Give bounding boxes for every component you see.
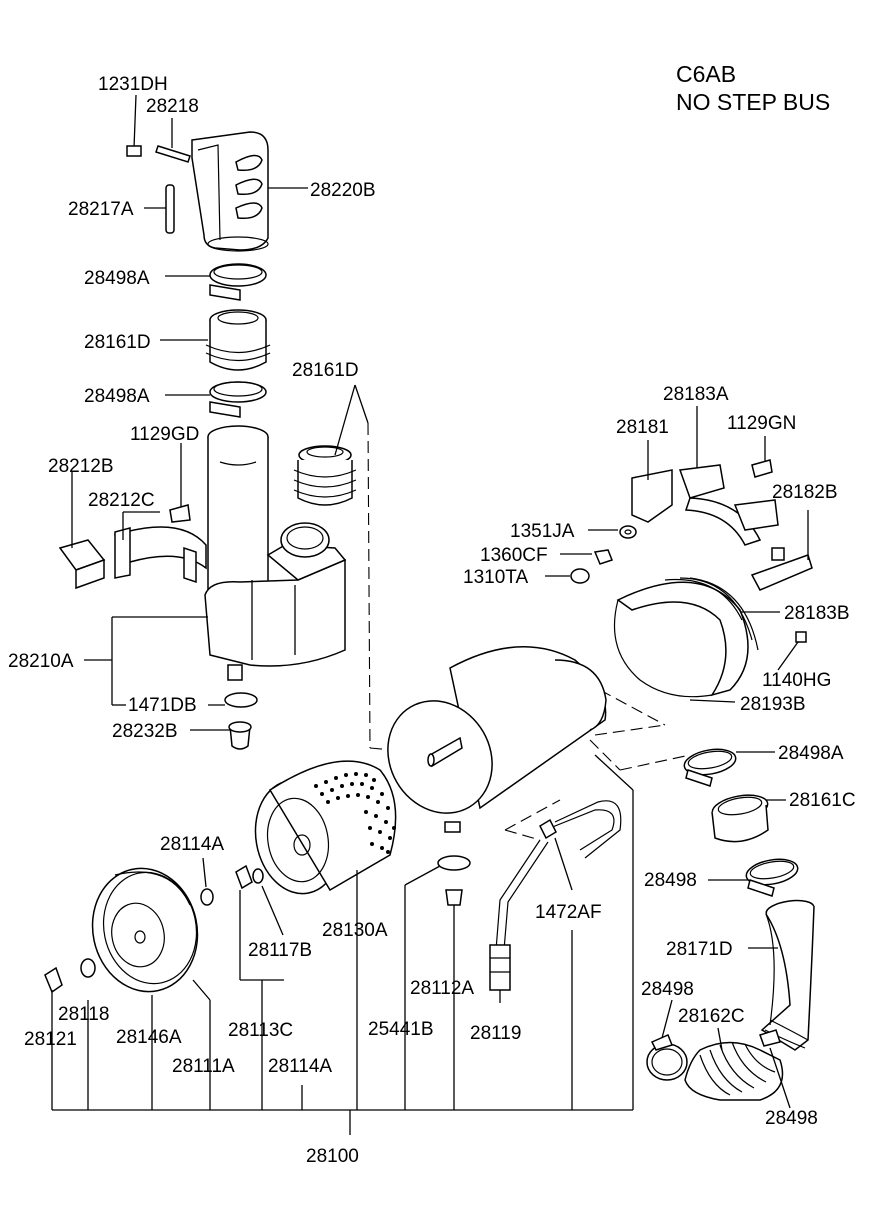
label-28498-lower-left: 28498	[641, 979, 694, 1000]
bolt-1140hg-drawing	[777, 631, 807, 671]
label-28210a: 28210A	[8, 651, 74, 672]
label-1472af: 1472AF	[535, 902, 602, 923]
label-1360cf: 1360CF	[480, 545, 548, 566]
clamp-28498a-second-drawing	[165, 381, 267, 418]
label-28100: 28100	[306, 1146, 359, 1167]
label-28146a: 28146A	[116, 1027, 182, 1048]
strap-28183b-drawing	[613, 577, 780, 703]
label-28130a: 28130A	[322, 920, 388, 941]
label-28183b: 28183B	[784, 603, 850, 624]
gasket-28114a-drawing	[200, 857, 214, 906]
clamp-28498a-top-drawing	[165, 263, 267, 301]
label-28232b: 28232B	[112, 721, 178, 742]
label-1129gd: 1129GD	[130, 424, 199, 445]
bracket-28212c-drawing	[113, 443, 207, 584]
label-28118: 28118	[58, 1004, 109, 1025]
label-28498a-second: 28498A	[84, 386, 150, 407]
gasket-28217a-drawing	[165, 184, 175, 234]
label-28220b: 28220B	[310, 180, 376, 201]
hose-28161d-lower-drawing	[293, 384, 369, 506]
label-28217a: 28217A	[68, 199, 134, 220]
label-25441b: 25441B	[368, 1019, 434, 1040]
label-28498-lower-right: 28498	[765, 1108, 818, 1129]
washer-1351ja-drawing	[588, 525, 637, 539]
clamp-28498-lower-right-drawing	[759, 1029, 791, 1109]
clamp-1471db-drawing	[208, 692, 258, 708]
bracket-28182b-drawing	[750, 510, 813, 591]
label-1129gn: 1129GN	[727, 413, 796, 434]
clamp-28498-upper-right-drawing	[708, 858, 799, 897]
hose-1472af-drawing	[495, 800, 622, 1110]
label-28162c: 28162C	[678, 1006, 745, 1027]
valve-28232b-drawing	[190, 721, 252, 750]
label-28111a: 28111A	[172, 1056, 235, 1077]
dashed-reference-lines	[367, 422, 691, 841]
label-1310ta: 1310TA	[463, 567, 528, 588]
filter-mesh-dots	[314, 772, 396, 854]
washer-28118-drawing	[80, 958, 96, 1110]
label-1231dh: 1231DH	[98, 74, 168, 95]
clamp-28498a-right-drawing	[683, 748, 775, 787]
label-28161d-upper: 28161D	[84, 332, 151, 353]
hose-28161c-drawing	[711, 794, 786, 843]
bolt-1231dh-drawing	[126, 94, 142, 157]
label-1471db: 1471DB	[128, 695, 197, 716]
clamp-25441b-drawing	[404, 855, 471, 1110]
sensor-28119-drawing	[489, 944, 511, 1003]
label-28212c: 28212C	[88, 490, 155, 511]
label-28498a-right: 28498A	[778, 743, 844, 764]
label-28183a: 28183A	[663, 384, 729, 405]
hose-28161d-upper-drawing	[160, 309, 271, 371]
cap-1310ta-drawing	[545, 568, 590, 584]
bolt-1129gn-drawing	[751, 436, 773, 478]
snorkel-cap-28220b-drawing	[191, 131, 308, 252]
clamp-28498-lower-left-drawing	[646, 999, 688, 1081]
label-28193b: 28193B	[740, 694, 806, 715]
pipe-28171d-drawing	[748, 899, 815, 1051]
band-28183a-drawing	[678, 406, 779, 546]
label-28498a-top: 28498A	[84, 268, 150, 289]
bracket-28181-drawing	[631, 440, 673, 523]
label-28114a-lower: 28114A	[268, 1056, 332, 1077]
label-28498-upper-right: 28498	[644, 870, 697, 891]
label-28113c: 28113C	[228, 1020, 293, 1041]
label-28218: 28218	[146, 96, 199, 117]
bracket-28212b-drawing	[58, 472, 106, 590]
wingnut-28121-drawing	[44, 966, 63, 1110]
wingnut-28113c-drawing	[235, 864, 284, 1110]
label-28117b: 28117B	[248, 940, 312, 961]
valve-28112a-drawing	[445, 889, 463, 1110]
nut-1360cf-drawing	[560, 549, 613, 565]
pin-28218-drawing	[155, 118, 191, 163]
label-28212b: 28212B	[48, 456, 114, 477]
model-variant: NO STEP BUS	[676, 89, 830, 115]
filter-body-drawing	[387, 646, 607, 833]
label-1140hg: 1140HG	[762, 670, 831, 691]
hose-28162c-drawing	[684, 1027, 784, 1101]
model-code: C6AB	[676, 61, 736, 87]
housing-28210a-drawing	[84, 425, 347, 706]
filter-element-28130a-drawing	[254, 760, 397, 1110]
end-cover-28146a-drawing	[91, 867, 211, 1110]
label-28119: 28119	[470, 1023, 521, 1044]
label-28171d: 28171D	[666, 939, 733, 960]
label-28182b: 28182B	[772, 482, 838, 503]
label-28114a-upper: 28114A	[160, 834, 224, 855]
label-28121: 28121	[24, 1029, 77, 1050]
label-28112a: 28112A	[410, 978, 474, 999]
label-1351ja: 1351JA	[510, 521, 575, 542]
assembly-bus-line	[52, 754, 634, 1135]
label-28161d-lower: 28161D	[292, 360, 359, 381]
label-28181: 28181	[616, 417, 669, 438]
label-28161c: 28161C	[789, 790, 856, 811]
